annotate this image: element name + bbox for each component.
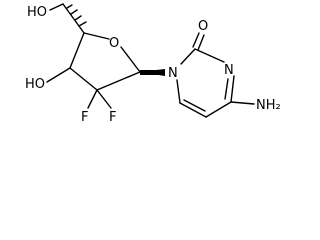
atom-label-ring-nitrogen-3: N: [224, 63, 234, 78]
atom-label-fluorine-1: F: [81, 110, 88, 125]
bond-ch2-c4: [62, 3, 85, 34]
bond-c3-oh: [46, 67, 71, 83]
stereo-wedge-shape: [139, 69, 165, 76]
bond-c2-n3: [194, 48, 225, 63]
bond-c5-c6-b: [183, 99, 206, 112]
bond-c2-f1: [87, 89, 98, 109]
bond-c3-c2: [69, 67, 98, 91]
bond-o-c1: [120, 46, 141, 73]
bond-c6-n1: [176, 79, 181, 104]
bond-c4-o: [83, 32, 110, 40]
atom-label-amino-group: NH₂: [256, 98, 281, 113]
atom-label-hydroxymethyl-oh: HO: [27, 5, 47, 20]
bond-n3-c4-b: [224, 78, 229, 100]
bond-n1-c2: [180, 48, 196, 65]
atom-label-ring-hydroxyl: HO: [25, 77, 45, 92]
stereo-hash-bond: [66, 4, 87, 27]
bond-c2-f2: [96, 89, 112, 109]
bond-c2-o-b: [197, 34, 205, 51]
atom-label-ring-oxygen: O: [109, 36, 119, 51]
bond-c4-nh2: [230, 101, 255, 105]
atom-label-fluorine-2: F: [109, 110, 116, 125]
bond-n3-c4-a: [230, 75, 235, 103]
atom-label-carbonyl-oxygen: O: [198, 19, 208, 34]
bond-c2-c1: [96, 71, 141, 91]
bond-c4-c5: [205, 101, 232, 118]
bond-c5-c6-a: [179, 102, 207, 118]
chemical-structure-diagram: HO O HO F F N N O NH₂: [25, 3, 281, 125]
bond-ho-ch2: [49, 3, 64, 11]
atom-label-ring-nitrogen-1: N: [168, 66, 178, 81]
bond-c4-c3: [69, 32, 85, 69]
bond-c2-o-a: [192, 32, 200, 48]
